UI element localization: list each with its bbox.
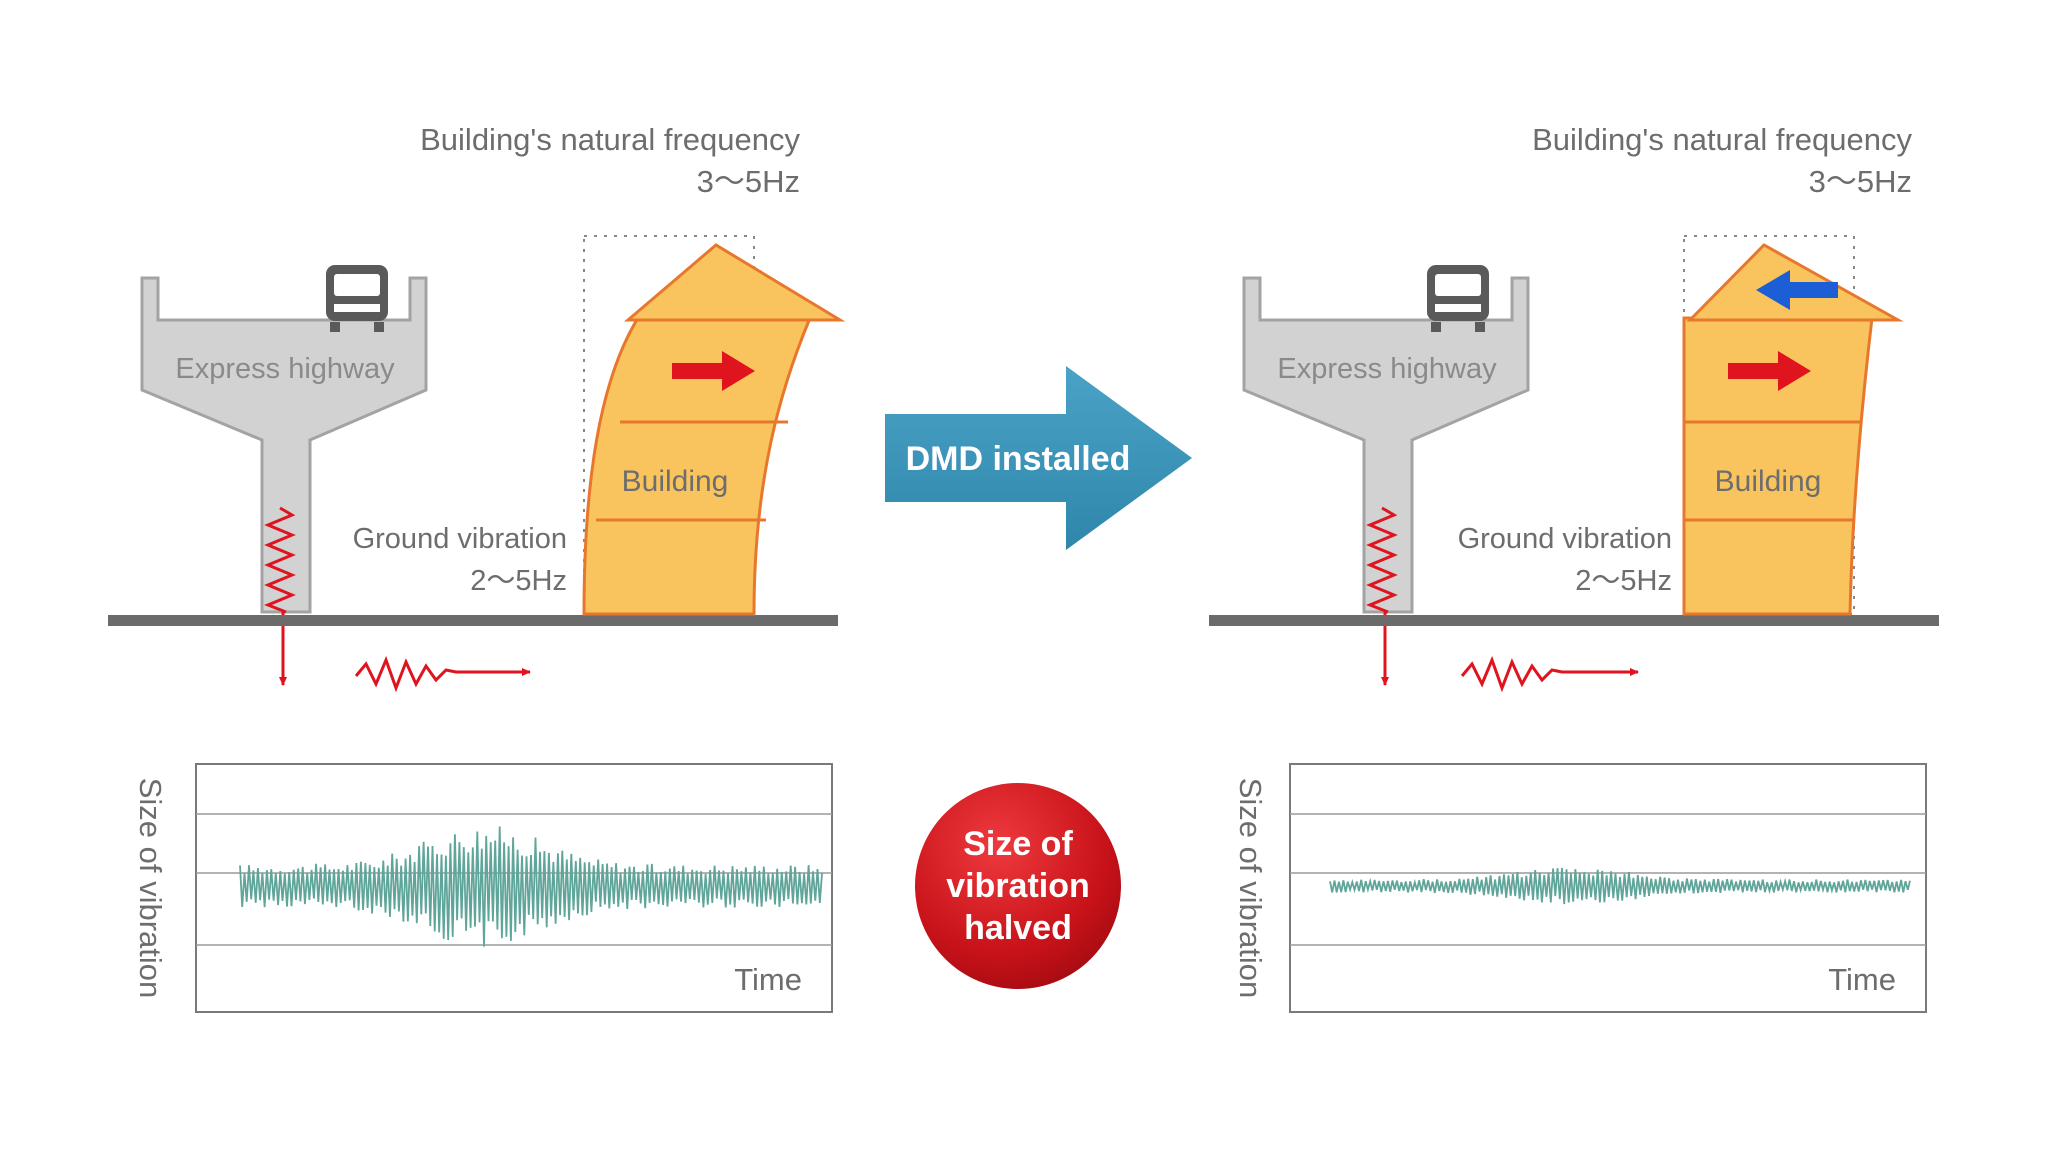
pier-vibration-zigzag (1365, 506, 1398, 614)
highway-label: Express highway (175, 353, 395, 385)
panel-before: Building's natural frequency 3～5Hz Expre… (108, 122, 846, 1013)
building-sway-arrow (1728, 351, 1811, 391)
ground-vibration-label: Ground vibration (1458, 523, 1672, 555)
highway-label: Express highway (1277, 353, 1497, 385)
ground-wave-arrow (354, 655, 531, 693)
waveform-before (239, 826, 823, 947)
express-highway-pier (1242, 276, 1530, 614)
vibration-graph-after (1289, 763, 1927, 1013)
graph-x-label: Time (734, 962, 802, 997)
graph-y-label: Size of vibration (1233, 778, 1268, 999)
panel-after: Building's natural frequency 3～5Hz Expre… (1209, 122, 1939, 1013)
train-icon (326, 265, 388, 332)
waveform-after (1329, 867, 1911, 905)
building-label: Building (1715, 465, 1822, 498)
dmd-counter-arrow (1756, 270, 1838, 310)
express-highway-pier (140, 276, 428, 614)
pier-vibration-zigzag (263, 506, 296, 614)
natural-frequency-label: Building's natural frequency (420, 122, 800, 157)
ground-vibration-label: Ground vibration (353, 523, 567, 555)
ground-line (108, 615, 838, 626)
badge-line-3: halved (964, 909, 1072, 947)
graph-y-label: Size of vibration (133, 778, 168, 999)
building-label: Building (622, 465, 729, 498)
ground-vibration-value: 2～5Hz (1575, 565, 1672, 597)
building-bent (582, 243, 846, 616)
ground-line (1209, 615, 1939, 626)
ground-vibration-value: 2～5Hz (470, 565, 567, 597)
dmd-installed-label: DMD installed (906, 440, 1131, 478)
badge-line-1: Size of (963, 825, 1073, 863)
vibration-graph-before (195, 763, 833, 1013)
building-sway-arrow (672, 351, 755, 391)
building-stabilized (1682, 243, 1904, 616)
natural-frequency-value: 3～5Hz (1809, 164, 1912, 199)
ground-wave-arrow (1460, 655, 1639, 693)
badge-line-2: vibration (946, 867, 1090, 905)
train-icon (1427, 265, 1489, 332)
natural-frequency-label: Building's natural frequency (1532, 122, 1912, 157)
graph-x-label: Time (1828, 962, 1896, 997)
dmd-installed-arrow: DMD installed (885, 366, 1192, 550)
natural-frequency-value: 3～5Hz (697, 164, 800, 199)
vibration-halved-badge: Size of vibration halved (915, 783, 1121, 989)
